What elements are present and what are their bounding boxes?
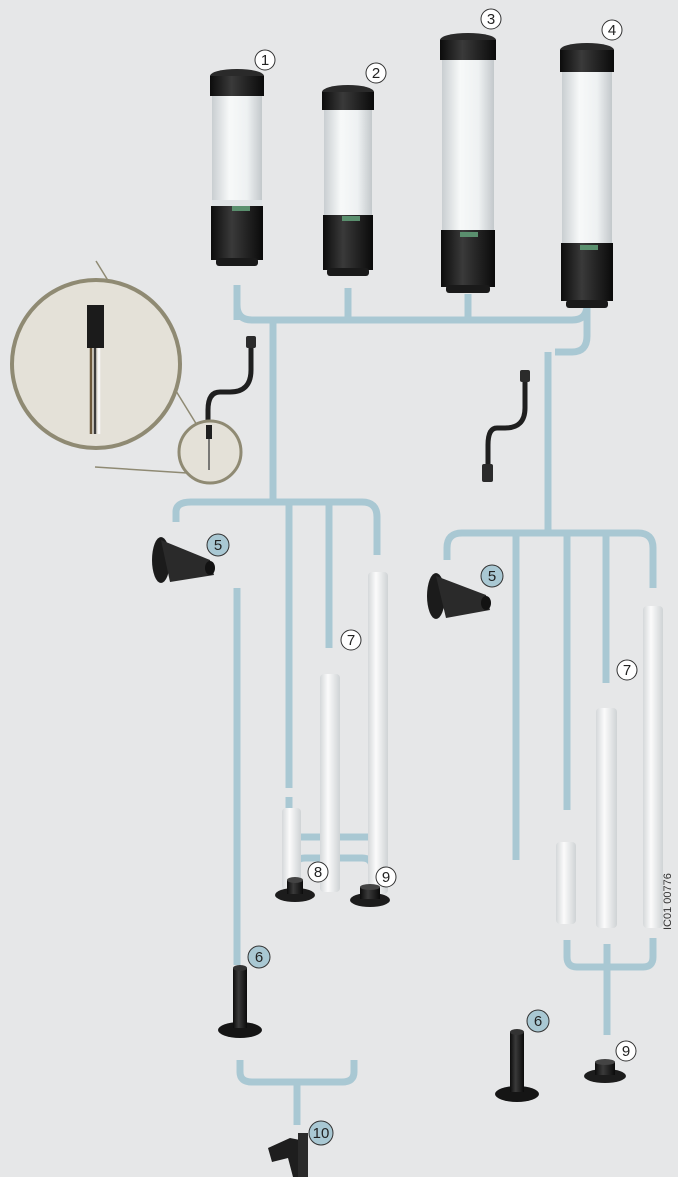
callout-5-right: 5 — [488, 568, 496, 585]
callout-6-right: 6 — [534, 1013, 542, 1030]
callout-6-left: 6 — [255, 949, 263, 966]
callout-1: 1 — [261, 52, 269, 69]
callout-3: 3 — [487, 11, 495, 28]
callout-7-left: 7 — [347, 632, 355, 649]
callout-2: 2 — [372, 65, 380, 82]
signal-light-3 — [440, 33, 496, 293]
callout-5-left: 5 — [214, 537, 222, 554]
signal-light-1 — [210, 69, 264, 266]
callout-10: 10 — [313, 1125, 330, 1142]
drawing-code: IC01 00776 — [662, 873, 674, 930]
callout-8: 8 — [314, 864, 322, 881]
callout-7-right: 7 — [623, 662, 631, 679]
callout-9-right: 9 — [622, 1043, 630, 1060]
callout-9-left: 9 — [382, 869, 390, 886]
signal-light-4 — [560, 43, 614, 308]
callout-4: 4 — [608, 22, 616, 39]
signal-light-2 — [322, 85, 374, 276]
